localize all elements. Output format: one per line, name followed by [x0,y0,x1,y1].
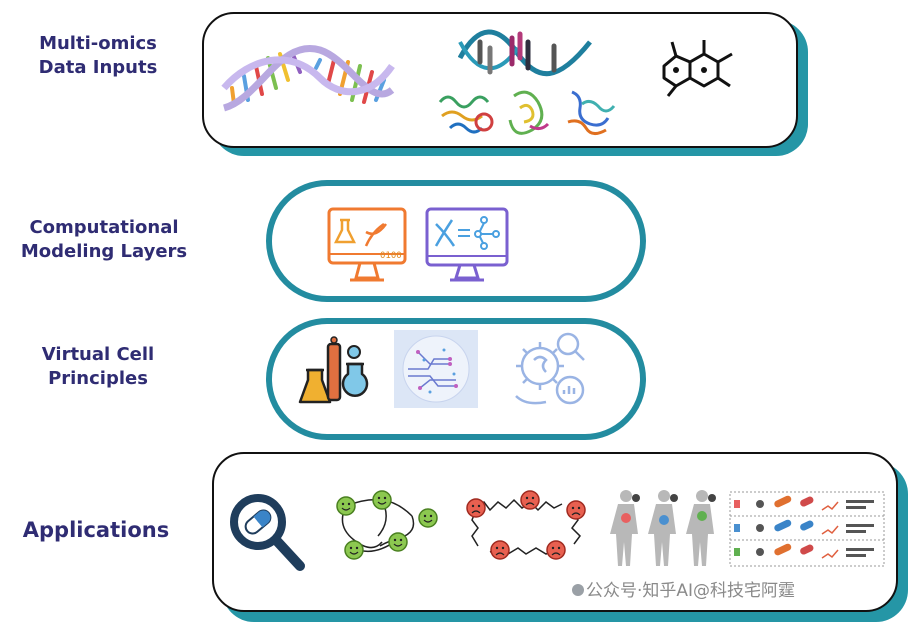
protein-structure-icon [438,90,616,135]
layer-label-multi-omics: Multi-omics Data Inputs [18,32,178,80]
disease-cell-network-icon [466,490,586,560]
label-line: Computational [29,217,179,238]
brain-gear-analytics-icon [515,332,585,405]
sequencing-wave-icon [458,29,592,77]
watermark-text: 公众号·知乎AI@科技宅阿霆 [586,581,796,601]
svg-text:0100: 0100 [380,251,402,261]
label-line: Principles [48,368,148,389]
neural-network-circle-icon [394,330,478,408]
layer-label-virtual-cell: Virtual Cell Principles [18,343,178,391]
label-line: Data Inputs [38,57,158,78]
label-line: Modeling Layers [20,241,188,262]
layer-label-applications: Applications [16,518,176,542]
panel-applications [212,452,898,612]
dna-helix-icon [221,44,395,112]
watermark-logo-icon [572,584,584,596]
patient-cohort-icon [610,490,716,566]
healthy-cell-network-icon [336,490,438,560]
treatment-outcome-table-icon [729,491,885,567]
bio-network-computer-icon [425,207,509,282]
molecule-structure-icon [662,40,733,97]
label-line: Virtual Cell [41,344,155,365]
lab-flasks-icon [298,336,369,404]
lab-computer-icon: 0100 [327,207,407,282]
label-line: Multi-omics [39,33,157,54]
drug-search-icon [230,494,305,571]
layer-label-computational: Computational Modeling Layers [14,216,194,264]
label-line: Applications [22,518,170,542]
